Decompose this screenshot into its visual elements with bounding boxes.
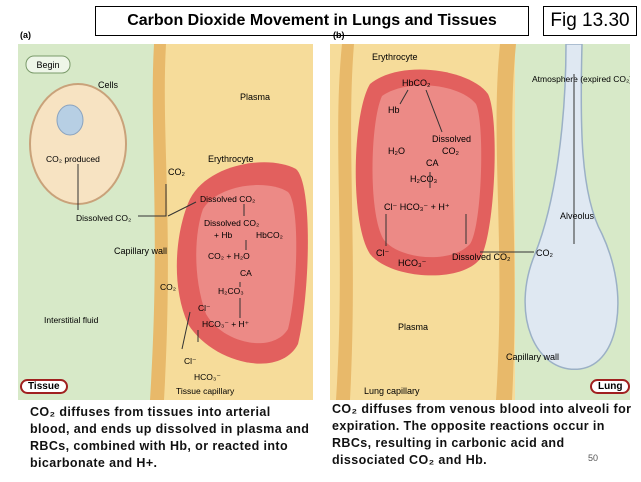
co2-h2o-label: CO₂ + H₂O — [208, 251, 250, 261]
dissolved-co2-rbc-label: Dissolved CO₂ — [200, 194, 255, 204]
caption-left: CO₂ diffuses from tissues into arterial … — [30, 405, 310, 470]
lung-tag: Lung — [590, 379, 631, 394]
lung-erythrocyte-inner — [372, 85, 482, 258]
lung-cl-plasma-label: Cl⁻ — [376, 248, 389, 258]
dissolved-co2-left-label: Dissolved CO₂ — [76, 213, 131, 223]
capillary-wall-shape — [150, 44, 168, 400]
lung-hbco2-label: HbCO₂ — [402, 78, 431, 88]
h2co3-label: H₂CO₃ — [218, 286, 244, 296]
erythrocyte-inner — [196, 185, 297, 344]
hco3-h-label: HCO₃⁻ + H⁺ — [202, 319, 250, 329]
arrow-to-co2 — [138, 184, 167, 217]
tissue-tag: Tissue — [20, 379, 68, 394]
caption-right: CO₂ diffuses from venous blood into alve… — [332, 402, 632, 467]
hco3-plasma-label: HCO₃⁻ — [194, 372, 221, 382]
lung-hco3-plasma-label: HCO₃⁻ — [398, 258, 427, 268]
page-number: 50 — [588, 453, 599, 463]
lung-co2-alveolus-label: CO₂ — [536, 248, 554, 258]
lung-dissolved-label: Dissolved — [432, 134, 471, 144]
interstitial-fluid-label: Interstitial fluid — [44, 315, 99, 325]
cl-rbc-label: Cl⁻ — [198, 303, 211, 313]
slide-title: Carbon Dioxide Movement in Lungs and Tis… — [95, 6, 529, 36]
lung-h2co3-label: H₂CO₃ — [410, 174, 437, 184]
lung-ca-label: CA — [426, 158, 439, 168]
co2-wall-label: CO₂ — [160, 282, 176, 292]
hbco2-label: HbCO₂ — [256, 230, 283, 240]
lung-plasma-label: Plasma — [398, 322, 428, 332]
lung-erythrocyte-label: Erythrocyte — [372, 52, 418, 62]
arrow-to-rbc — [167, 201, 197, 217]
alveolus-shape — [524, 44, 619, 370]
arrow-cl-down — [181, 311, 191, 350]
tissue-capillary-label: Tissue capillary — [176, 386, 235, 396]
panel-a-diagram: Begin Cells Plasma CO₂ produced CO₂ Eryt… — [18, 44, 313, 400]
lung-co2-label: CO₂ — [442, 146, 460, 156]
cell-nucleus — [56, 104, 84, 136]
arrow-hbco2-dissolved — [425, 89, 443, 133]
panel-b-arrows — [385, 74, 575, 253]
plus-hb-label: + Hb — [214, 230, 232, 240]
lung-dissolved-co2-label: Dissolved CO₂ — [452, 252, 511, 262]
lung-left-wall — [336, 44, 354, 400]
cells-label: Cells — [98, 80, 119, 90]
co2-label: CO₂ — [168, 167, 186, 177]
capillary-wall-label: Capillary wall — [114, 246, 167, 256]
erythrocyte-label: Erythrocyte — [208, 154, 254, 164]
cl-plasma-label: Cl⁻ — [184, 356, 197, 366]
lung-capillary-wall — [496, 44, 516, 400]
lung-capillary-wall-label: Capillary wall — [506, 352, 559, 362]
lung-hb-label: Hb — [388, 105, 400, 115]
lung-h2o-label: H₂O — [388, 146, 405, 156]
plasma-label: Plasma — [240, 92, 270, 102]
begin-label: Begin — [36, 60, 59, 70]
panel-b-diagram: Erythrocyte HbCO₂ Hb Dissolved CO₂ H₂O C… — [330, 44, 630, 400]
panel-b-letter: (b) — [333, 30, 345, 40]
lung-capillary-label: Lung capillary — [364, 386, 420, 396]
arrow-hbco2-hb — [399, 89, 409, 105]
ca-label: CA — [240, 268, 252, 278]
panel-a-letter: (a) — [20, 30, 31, 40]
atmosphere-label: Atmosphere (expired CO₂) — [532, 74, 630, 84]
figure-label: Fig 13.30 — [543, 6, 637, 36]
dissolved-co2-hb-label: Dissolved CO₂ — [204, 218, 259, 228]
alveolus-label: Alveolus — [560, 211, 595, 221]
lung-cl-hco3-h-label: Cl⁻ HCO₃⁻ + H⁺ — [384, 202, 450, 212]
co2-produced-label: CO₂ produced — [46, 154, 100, 164]
begin-badge — [25, 55, 71, 74]
panel-a-arrows — [77, 164, 247, 350]
